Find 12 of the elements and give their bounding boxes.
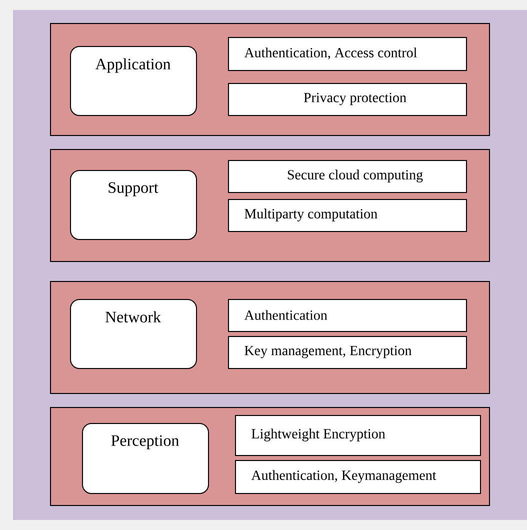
feature-box: Secure cloud computing xyxy=(228,160,467,193)
feature-box: Key management, Encryption xyxy=(228,336,467,369)
feature-box: Lightweight Encryption xyxy=(235,415,481,456)
layer-box: Application xyxy=(70,46,197,116)
feature-box: Authentication, Access control xyxy=(228,37,467,71)
feature-box: Privacy protection xyxy=(228,83,467,116)
layer-box: Perception xyxy=(82,423,209,494)
feature-box: Authentication, Keymanagement xyxy=(235,460,481,494)
feature-box: Authentication xyxy=(228,299,467,332)
layer-box: Support xyxy=(70,170,197,240)
layer-box: Network xyxy=(70,299,197,369)
feature-box: Multiparty computation xyxy=(228,199,467,232)
